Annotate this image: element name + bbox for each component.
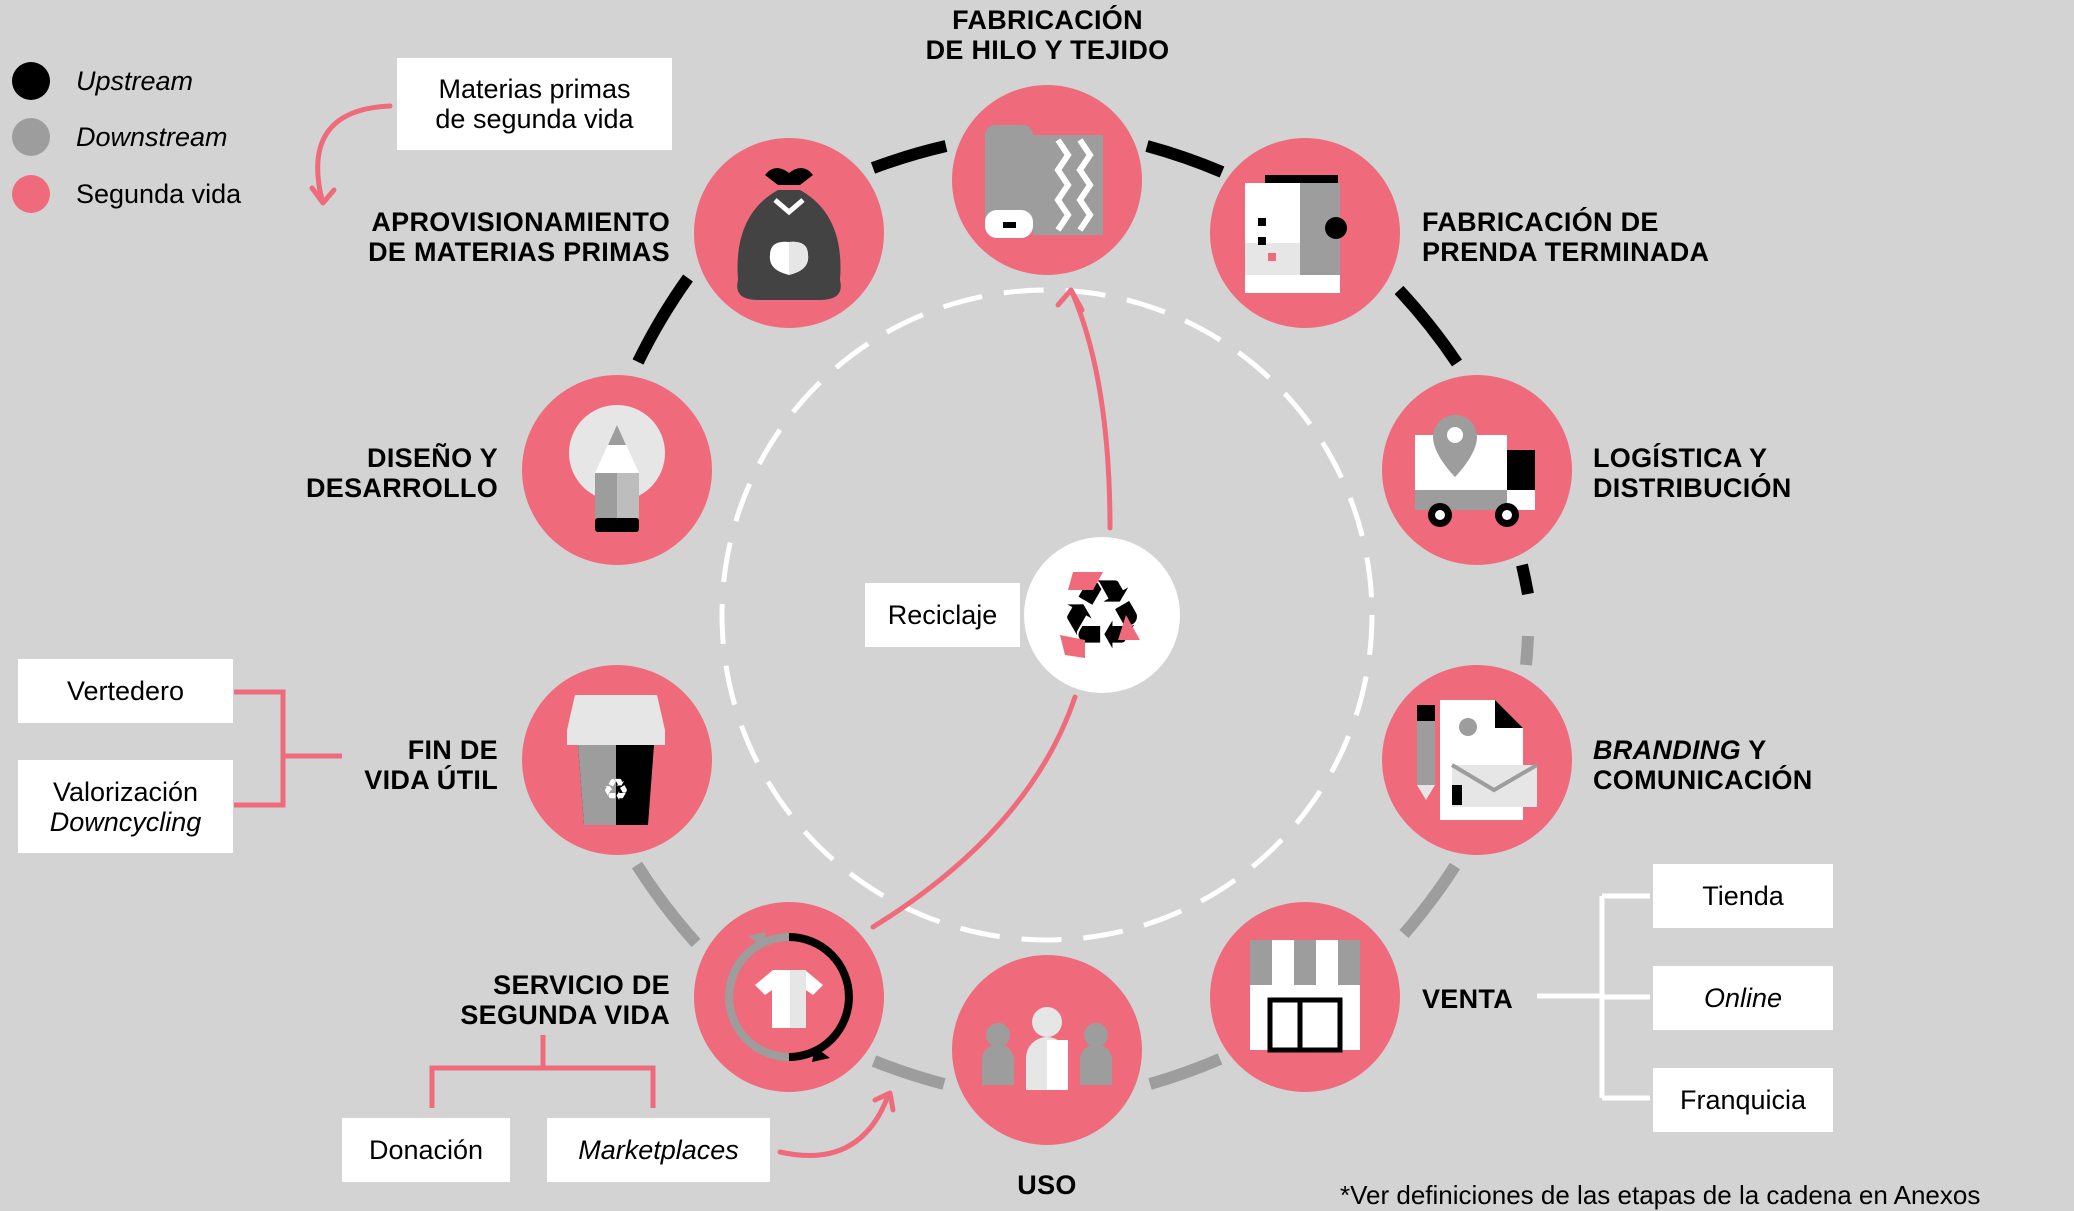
legend-item-downstream: Downstream <box>12 117 228 157</box>
recycle-to-fabric-arrow <box>1069 289 1113 531</box>
stage-label-fin: FIN DE VIDA ÚTIL <box>300 735 498 795</box>
stage-label-uso: USO <box>980 1170 1114 1200</box>
stage-label-servicio-line2: SEGUNDA VIDA <box>460 1000 670 1030</box>
delivery-truck-icon <box>1415 415 1535 527</box>
valorizacion-line1: Valorización <box>52 776 199 807</box>
materias-box-line2: de segunda vida <box>435 104 634 134</box>
reciclaje-label: Reciclaje <box>887 600 998 630</box>
legend-item-second-life: Segunda vida <box>12 174 241 214</box>
franquicia-box: Franquicia <box>1653 1068 1833 1132</box>
ring-arc-upstream <box>870 140 948 174</box>
stage-label-logistica-line2: DISTRIBUCIÓN <box>1593 473 1792 503</box>
stage-label-servicio: SERVICIO DE SEGUNDA VIDA <box>370 970 670 1030</box>
venta-bracket <box>1537 893 1650 1101</box>
ring-arc-downstream <box>1520 635 1534 666</box>
stage-label-hilo-line2: DE HILO Y TEJIDO <box>925 35 1170 65</box>
valorizacion-line2: Downcycling <box>49 806 202 837</box>
stage-label-aprov-line2: DE MATERIAS PRIMAS <box>368 237 670 267</box>
vertedero-label: Vertedero <box>66 676 185 706</box>
ring-arc-downstream <box>871 1055 946 1090</box>
materias-arrow <box>315 103 393 203</box>
ring-arc-downstream <box>1399 862 1461 938</box>
storefront-icon <box>1250 940 1360 1053</box>
tshirt-cycle-icon <box>725 932 853 1062</box>
documents-mail-icon <box>1417 700 1539 820</box>
stage-label-logistica: LOGÍSTICA Y DISTRIBUCIÓN <box>1593 443 1792 503</box>
lightbulb-pencil-icon <box>569 405 665 532</box>
stage-label-fin-line2: VIDA ÚTIL <box>364 765 498 795</box>
ring-arc-upstream <box>1394 285 1462 367</box>
stage-label-diseno-line2: DESARROLLO <box>306 473 498 503</box>
materias-box-line1: Materias primas <box>438 74 631 104</box>
stage-label-branding-line1: BRANDING Y <box>1593 735 1813 765</box>
tienda-box: Tienda <box>1653 864 1833 928</box>
stage-label-aprov: APROVISIONAMIENTO DE MATERIAS PRIMAS <box>300 207 670 267</box>
stage-label-venta-line1: VENTA <box>1422 984 1514 1014</box>
ring-arc-downstream <box>631 861 701 948</box>
marketplaces-box: Marketplaces <box>547 1118 770 1182</box>
svg-text:♻: ♻ <box>603 773 630 808</box>
servicio-bracket <box>429 1035 656 1108</box>
stage-label-prenda-line1: FABRICACIÓN DE <box>1422 207 1659 237</box>
ring-arc-upstream <box>1516 563 1534 596</box>
ring-arc-downstream <box>1148 1053 1223 1090</box>
stage-label-branding-line2: COMUNICACIÓN <box>1593 765 1813 795</box>
stage-label-servicio-line1: SERVICIO DE <box>493 970 670 1000</box>
marketplaces-arrowhead <box>872 1090 896 1113</box>
donacion-box: Donación <box>342 1118 510 1182</box>
franquicia-label: Franquicia <box>1679 1085 1807 1115</box>
ring-arc-upstream <box>1145 140 1225 178</box>
stage-label-branding-italic: BRANDING <box>1593 735 1741 765</box>
ring-arc-upstream <box>632 274 693 365</box>
legend-label-downstream: Downstream <box>76 121 228 152</box>
vertedero-box: Vertedero <box>18 659 233 723</box>
legend-dot-downstream <box>12 118 50 156</box>
materias-arrowhead <box>309 185 337 206</box>
valorizacion-box: Valorización Downcycling <box>18 760 233 853</box>
legend-label-upstream: Upstream <box>76 65 194 96</box>
marketplaces-arrow <box>777 1093 891 1158</box>
legend-label-second-life: Segunda vida <box>76 178 242 209</box>
marketplaces-label: Marketplaces <box>578 1135 739 1165</box>
stage-label-diseno: DISEÑO Y DESARROLLO <box>260 443 498 503</box>
stage-label-prenda-line2: PRENDA TERMINADA <box>1422 237 1710 267</box>
fabric-roll-icon <box>985 125 1103 238</box>
legend-dot-second-life <box>12 175 50 213</box>
recycle-bin-icon: ♻ <box>567 695 665 825</box>
recycle-icon: ♻ <box>1059 559 1145 671</box>
raw-material-bag-icon <box>737 167 841 300</box>
online-box: Online <box>1653 966 1833 1030</box>
footnote: *Ver definiciones de las etapas de la ca… <box>1340 1180 1981 1210</box>
materias-box: Materias primas de segunda vida <box>397 58 672 150</box>
online-label: Online <box>1703 983 1783 1013</box>
recycle-center-circle <box>1024 537 1180 693</box>
sewing-machine-icon <box>1245 175 1347 293</box>
stage-label-hilo: FABRICACIÓN DE HILO Y TEJIDO <box>880 5 1215 65</box>
donacion-label: Donación <box>368 1135 484 1165</box>
people-icon <box>982 1007 1112 1090</box>
legend-item-upstream: Upstream <box>12 61 193 101</box>
recycle-to-fabric-arrowhead <box>1055 287 1085 313</box>
legend-dot-upstream <box>12 62 50 100</box>
stage-label-uso-line1: USO <box>1017 1170 1077 1200</box>
stage-label-branding: BRANDING Y COMUNICACIÓN <box>1593 735 1813 795</box>
inner-dashed-ring <box>719 287 1375 943</box>
stage-label-logistica-line1: LOGÍSTICA Y <box>1593 443 1768 473</box>
stage-label-branding-rest: Y <box>1740 735 1767 765</box>
stage-label-aprov-line1: APROVISIONAMIENTO <box>371 207 670 237</box>
stage-label-venta: VENTA <box>1422 984 1513 1014</box>
stage-label-prenda: FABRICACIÓN DE PRENDA TERMINADA <box>1422 207 1709 267</box>
reciclaje-box: Reciclaje <box>865 583 1020 647</box>
tienda-label: Tienda <box>1702 881 1784 911</box>
stage-label-hilo-line1: FABRICACIÓN <box>952 5 1143 35</box>
stage-label-fin-line1: FIN DE <box>407 735 498 765</box>
second-life-to-recycle-arrow <box>870 694 1078 930</box>
stage-label-diseno-line1: DISEÑO Y <box>367 443 498 473</box>
fin-bracket <box>234 689 342 808</box>
